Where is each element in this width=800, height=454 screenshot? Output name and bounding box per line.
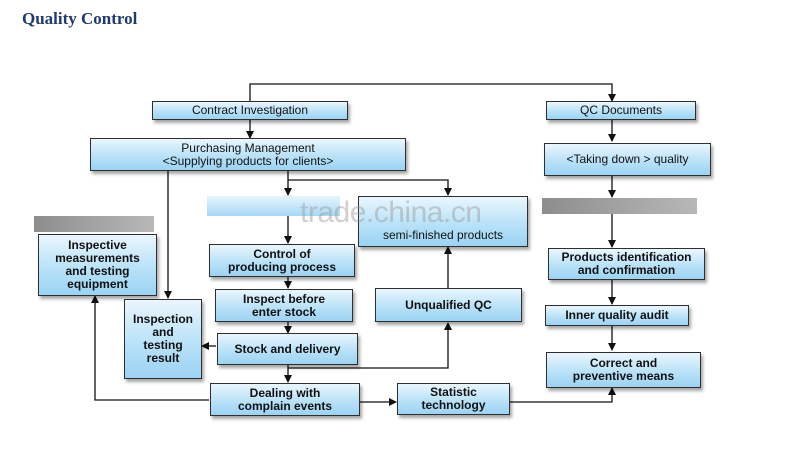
page-title: Quality Control — [22, 9, 138, 28]
blurred-process-box — [207, 196, 340, 216]
inspective-measurements-box: Inspective measurements and testing equi… — [38, 234, 157, 296]
inspection-and-testing-result-box: Inspection and testing result — [124, 299, 202, 379]
connector-top-link — [249, 83, 616, 102]
semi-finished-products-box: semi-finished products — [358, 196, 528, 247]
connector-dealing-measurements — [91, 295, 209, 401]
statistic-technology-box: Statistic technology — [397, 383, 510, 415]
inspect-before-enter-stock-box: Inspect before enter stock — [215, 289, 353, 322]
purchasing-management-box: Purchasing Management <Supplying product… — [90, 138, 406, 171]
stock-and-delivery-box: Stock and delivery — [217, 333, 358, 365]
connector-stock-unqualified — [288, 322, 452, 369]
qc-documents-box: QC Documents — [546, 101, 696, 120]
products-identification-box: Products identification and confirmation — [548, 248, 705, 280]
inner-quality-audit-box: Inner quality audit — [545, 305, 689, 326]
taking-down-quality-box: <Taking down > quality — [544, 143, 711, 176]
blurred-bar-right — [542, 198, 697, 214]
unqualified-qc-box: Unqualified QC — [375, 288, 522, 322]
connector-purchasing-semi — [288, 179, 452, 196]
control-of-producing-process-box: Control of producing process — [209, 244, 355, 277]
contract-investigation-box: Contract Investigation — [152, 101, 348, 120]
blurred-bar-left — [34, 216, 154, 232]
correct-and-preventive-means-box: Correct and preventive means — [546, 352, 701, 388]
dealing-with-complain-events-box: Dealing with complain events — [210, 383, 360, 416]
watermark: trade.china.cn — [300, 196, 482, 229]
connector-statistic-correct — [510, 387, 616, 403]
